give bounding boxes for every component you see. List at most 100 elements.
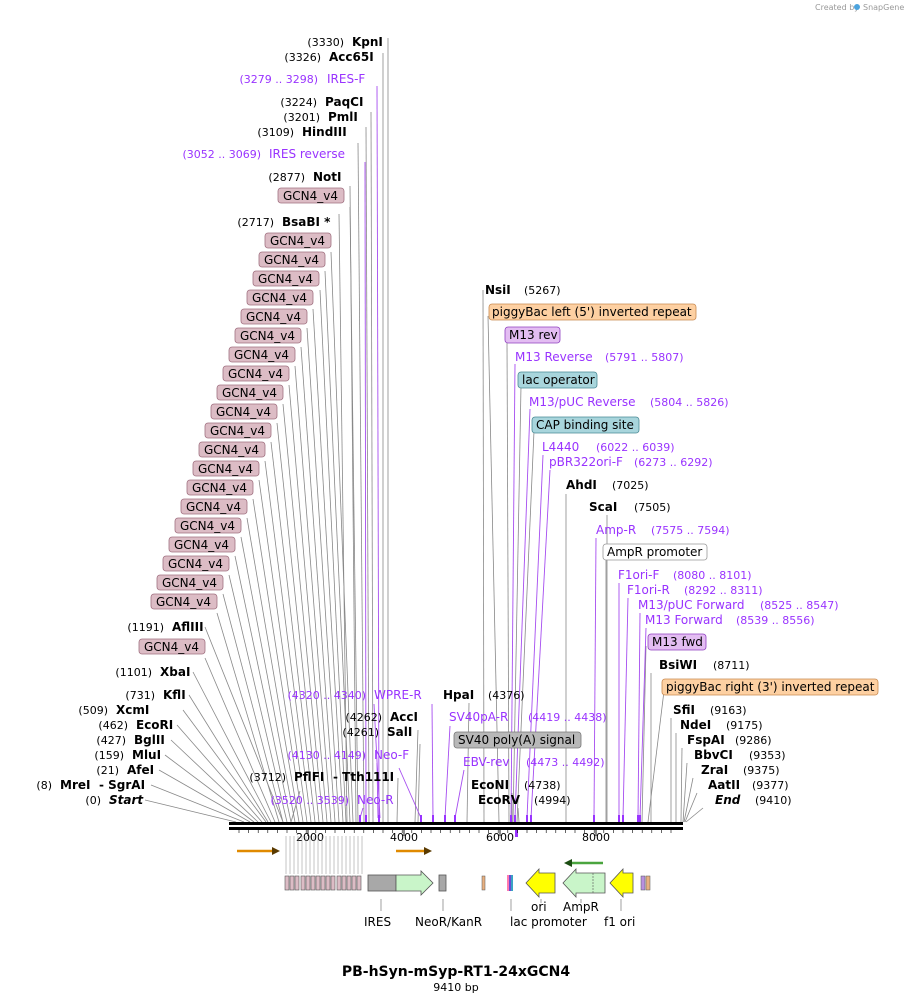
site-kfli[interactable]: KflI (163, 688, 186, 702)
piggybac-right-label: piggyBac right (3') inverted repeat (666, 680, 875, 694)
gcn4-box[interactable] (246, 289, 314, 306)
site-pos: (4261) (342, 726, 379, 739)
site-xcmi[interactable]: XcmI (116, 703, 149, 717)
site-zrai[interactable]: ZraI (701, 763, 728, 777)
site-ecorv[interactable]: EcoRV (478, 793, 521, 807)
site-pos: (21) (96, 764, 119, 777)
ampr-promoter-box[interactable] (602, 543, 708, 561)
ires-bar[interactable] (367, 874, 397, 892)
site-scai[interactable]: ScaI (589, 500, 617, 514)
site-end[interactable]: End (715, 793, 741, 807)
gcn4-box[interactable] (234, 327, 302, 344)
primer-f1ori-r[interactable]: F1ori-R (627, 583, 670, 597)
gcn4-label: GCN4_v4 (228, 367, 283, 381)
gcn4-box[interactable] (186, 479, 254, 496)
primer-neo-f[interactable]: Neo-F (374, 748, 409, 762)
site-econi[interactable]: EcoNI (471, 778, 509, 792)
site-sfii[interactable]: SfiI (673, 703, 695, 717)
primer-m13-puc-forward[interactable]: M13/pUC Forward (638, 598, 745, 612)
site-pos: (2877) (268, 171, 305, 184)
gcn4-box[interactable] (168, 536, 236, 553)
gcn4-box[interactable] (258, 251, 326, 268)
site-aatii[interactable]: AatII (708, 778, 740, 792)
site-start[interactable]: Start (109, 793, 144, 807)
primer-m13-forward[interactable]: M13 Forward (645, 613, 723, 627)
site-noti[interactable]: NotI (313, 170, 342, 184)
site-ndei[interactable]: NdeI (680, 718, 711, 732)
gcn4-box[interactable] (156, 574, 224, 591)
sv40-bar[interactable] (438, 874, 447, 892)
site-kpni[interactable]: KpnI (352, 35, 383, 49)
neor-arrow-icon[interactable] (395, 870, 434, 896)
site-sgrai[interactable]: - SgrAI (99, 778, 145, 792)
site-acci[interactable]: AccI (390, 710, 418, 724)
site-fspai[interactable]: FspAI (687, 733, 725, 747)
gcn4-box[interactable] (216, 384, 284, 401)
m13-rev-box[interactable] (504, 326, 561, 344)
piggybac-left-box[interactable] (488, 303, 697, 321)
primer-ires-reverse[interactable]: IRES reverse (269, 147, 345, 161)
m13-fwd-label: M13 fwd (652, 635, 703, 649)
site-paqci[interactable]: PaqCI (325, 95, 363, 109)
site-bsabi[interactable]: BsaBI * (282, 215, 331, 229)
gcn4-box[interactable] (277, 187, 345, 204)
site-bbvci[interactable]: BbvCI (694, 748, 733, 762)
site-xbai[interactable]: XbaI (160, 665, 190, 679)
primer-ires-f[interactable]: IRES-F (327, 72, 365, 86)
gcn4-box[interactable] (240, 308, 308, 325)
cap-binding-site-box[interactable] (531, 416, 640, 434)
gcn4-box[interactable] (180, 498, 248, 515)
primer-sv40pa-r[interactable]: SV40pA-R (449, 710, 508, 724)
site-nsii[interactable]: NsiI (485, 283, 511, 297)
ampr-arrow-icon[interactable] (562, 867, 606, 899)
site-ahdi[interactable]: AhdI (566, 478, 597, 492)
site-acc65i[interactable]: Acc65I (329, 50, 374, 64)
gcn4-bar (294, 875, 300, 891)
credit-prefix: Created by (815, 3, 859, 12)
site-hindiii[interactable]: HindIII (302, 125, 347, 139)
m13-fwd-box[interactable] (647, 633, 707, 651)
gcn4-box[interactable] (222, 365, 290, 382)
gcn4-box[interactable] (204, 422, 272, 439)
primer-f1ori-f[interactable]: F1ori-F (618, 568, 659, 582)
primer-amp-r[interactable]: Amp-R (596, 523, 636, 537)
site-ecori[interactable]: EcoRI (136, 718, 173, 732)
site-bglii[interactable]: BglII (134, 733, 165, 747)
gcn4-box[interactable] (150, 593, 218, 610)
site-afei[interactable]: AfeI (127, 763, 154, 777)
site-sali[interactable]: SalI (387, 725, 412, 739)
ori-arrow-icon[interactable] (525, 867, 556, 899)
sv40-polya-box[interactable] (453, 731, 582, 749)
site-tth111i[interactable]: - Tth111I (333, 770, 394, 784)
site-bsiwi[interactable]: BsiWI (659, 658, 697, 672)
piggybac-right-box[interactable] (661, 678, 879, 696)
gcn4-box[interactable] (198, 441, 266, 458)
gcn4-box[interactable] (162, 555, 230, 572)
gcn4-box[interactable] (264, 232, 332, 249)
gcn4-box[interactable] (138, 638, 206, 655)
site-hpai[interactable]: HpaI (443, 688, 474, 702)
site-pmli[interactable]: PmlI (328, 110, 358, 124)
primer-pbr322ori-f[interactable]: pBR322ori-F (549, 455, 623, 469)
primer-l4440[interactable]: L4440 (542, 440, 579, 454)
gcn4-box[interactable] (210, 403, 278, 420)
primer-m13-puc-reverse[interactable]: M13/pUC Reverse (529, 395, 636, 409)
primer-ebv-rev[interactable]: EBV-rev (463, 755, 509, 769)
site-mlui[interactable]: MluI (132, 748, 161, 762)
site-pos: (427) (96, 734, 126, 747)
gcn4-box[interactable] (174, 517, 242, 534)
primer-neo-r[interactable]: Neo-R (357, 793, 394, 807)
site-pos: (2717) (237, 216, 274, 229)
primer-wpre-r[interactable]: WPRE-R (374, 688, 422, 702)
gcn4-box[interactable] (192, 460, 260, 477)
primer-range: (3520 .. 3539) (270, 794, 349, 807)
site-pflfi[interactable]: PflFI (294, 770, 324, 784)
gcn4-box[interactable] (228, 346, 296, 363)
primer-mark (593, 815, 595, 822)
site-mrei[interactable]: MreI (60, 778, 90, 792)
f1-ori-arrow-icon[interactable] (609, 867, 634, 899)
gcn4-box[interactable] (252, 270, 320, 287)
site-afliii[interactable]: AflIII (172, 620, 204, 634)
primer-m13-reverse[interactable]: M13 Reverse (515, 350, 593, 364)
lac-operator-box[interactable] (517, 371, 598, 389)
